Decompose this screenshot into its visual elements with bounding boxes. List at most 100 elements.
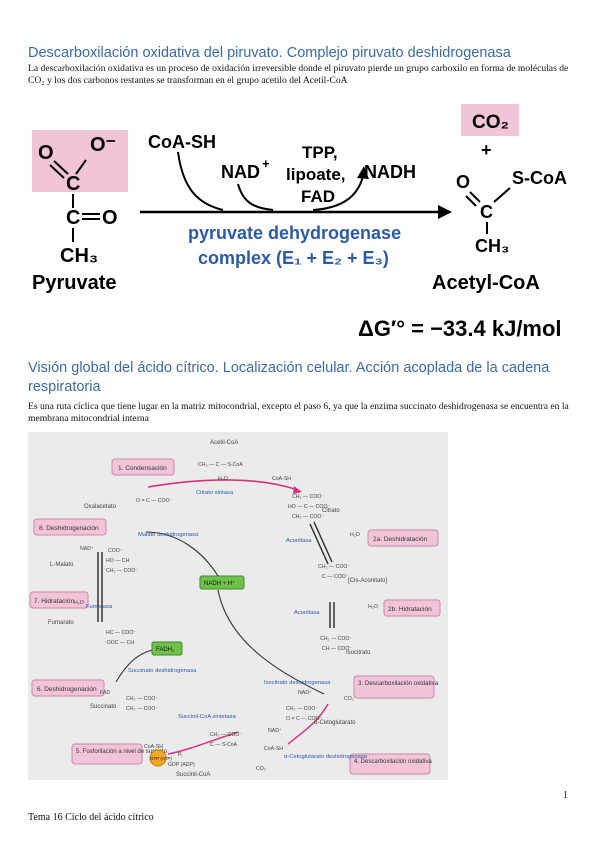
pyr-c2: C [66, 207, 80, 229]
cisaconitato: [Cis-Aconitato] [348, 578, 387, 584]
succinato: Succinato [90, 704, 117, 710]
svg-text:2b. Hidratación: 2b. Hidratación [388, 606, 432, 613]
formula-succinato-1: CH₂ — COO⁻ [126, 696, 158, 702]
malato: L-Malato [50, 562, 74, 568]
pyr-ch3: CH₃ [60, 245, 98, 267]
h2o-4: H₂O [74, 600, 84, 606]
formula-citrato-2: HO — C — COO⁻ [288, 504, 330, 510]
formula-malato-3: COO⁻ [108, 548, 123, 554]
formula-succinilcoa-2: C — S-CoA [210, 742, 238, 748]
pyr-o1: O [38, 142, 54, 164]
svg-text:3. Descarboxilación oxidativa: 3. Descarboxilación oxidativa [358, 680, 439, 687]
step-3-box: 3. Descarboxilación oxidativa [353, 675, 439, 699]
fad-label: FAD [301, 187, 335, 206]
formula-isocitrato-1: CH₂ — COO⁻ [320, 636, 352, 642]
nad-plus: + [262, 156, 270, 171]
page-number: 1 [563, 790, 568, 801]
enzyme-succinato-dh: Succinato deshidrogenasa [128, 668, 197, 674]
enzyme-cetoglutarato-dh: α-Cetoglutarato deshidrogenasa [284, 754, 368, 760]
formula-cisaconitato-1: CH₂ — COO⁻ [318, 564, 350, 570]
acoa-c: C [480, 202, 493, 222]
arrow-condensation [147, 479, 299, 491]
coash-3: CoA-SH [264, 746, 283, 752]
formula-citrato-1: CH₂ — COO⁻ [292, 494, 324, 500]
pyr-o-minus: O⁻ [90, 134, 116, 156]
svg-text:6. Deshidrogenación: 6. Deshidrogenación [37, 686, 97, 693]
fad-1: FAD [100, 690, 110, 696]
gtp-circle: GTP (ATP) [149, 749, 172, 767]
pyruvate-dehydrogenase-reaction: O O⁻ C C O CH₃ Pyruvate CoA-SH NAD + TPP… [32, 104, 567, 341]
tpp-label: TPP, [302, 143, 338, 162]
step-2b-box: 2b. Hidratación [383, 599, 441, 617]
isocitrato: Isocitrato [346, 650, 371, 656]
h2o-3: H₂O [368, 604, 378, 610]
section-heading-cycle: Visión global del ácido cítrico. Localiz… [28, 360, 550, 395]
svg-text:8. Deshidrogenación: 8. Deshidrogenación [39, 525, 99, 532]
svg-text:NADH + H⁺: NADH + H⁺ [204, 580, 235, 587]
succinilcoa: Succinil-CoA [176, 772, 210, 778]
nadh-center-box: NADH + H⁺ [199, 575, 245, 590]
acetilcoa: Acetil-CoA [210, 440, 238, 446]
svg-text:GTP (ATP): GTP (ATP) [150, 756, 172, 761]
formula-acetilcoa: CH₃ — C — S-CoA [198, 462, 243, 468]
nad-1: NAD⁺ [80, 546, 94, 552]
step-7-box: 7. Hidratación [29, 591, 89, 609]
formula-fumarato-2: ⁻OOC — CH [104, 640, 134, 646]
delta-g: ΔG′° = −33.4 kJ/mol [358, 316, 562, 341]
formula-fumarato-1: HC — COO⁻ [106, 630, 136, 636]
nad-2: NAD⁺ [298, 690, 312, 696]
formula-isocitrato-2: CH — COO⁻ [322, 646, 352, 652]
nadh-label: NADH [364, 162, 416, 182]
step-8-box: 8. Deshidrogenación [33, 518, 107, 536]
svg-text:5. Fosforilación a nivel de su: 5. Fosforilación a nivel de sustrato [76, 749, 168, 755]
plus-sign: + [481, 140, 492, 160]
formula-malato-2: CH₂ — COO⁻ [106, 568, 138, 574]
enzyme-isocitrato-dh: Isocitrato deshidrogenasa [264, 680, 331, 686]
fumarato: Fumarato [48, 620, 74, 626]
svg-text:2a. Deshidratación: 2a. Deshidratación [373, 536, 428, 543]
pyruvate-label: Pyruvate [32, 272, 117, 294]
co2-1: CO₂ [344, 696, 354, 702]
step-1-box: 1. Condensación [111, 458, 175, 476]
footer-text: Tema 16 Ciclo del ácido cítrico [28, 812, 154, 823]
formula-citrato-3: CH₂ — COO⁻ [292, 514, 324, 520]
formula-cetoglutarato-2: O = C — COO⁻ [286, 716, 323, 722]
paragraph-cycle: Es una ruta cíclica que tiene lugar en l… [28, 401, 569, 424]
acoa-ch3: CH₃ [475, 236, 509, 256]
citric-acid-cycle-diagram: 1. Condensación 8. Deshidrogenación 2a. … [28, 432, 448, 780]
formula-cetoglutarato-1: CH₂ — COO⁻ [286, 706, 318, 712]
coash-label: CoA-SH [148, 132, 216, 152]
h2o-2: H₂O [350, 532, 360, 538]
acoa-o: O [456, 172, 470, 192]
gdp: GDP (ADP) [168, 762, 195, 768]
enzyme-malato-dh: Malato deshidrogenasa [138, 532, 199, 538]
formula-malato-1: HO — CH [106, 558, 130, 564]
paragraph-pdh: La descarboxilación oxidativa es un proc… [28, 63, 569, 86]
acetylcoa-label: Acetyl-CoA [432, 272, 540, 294]
enzyme-name-line2: complex (E₁ + E₂ + E₃) [198, 248, 389, 268]
citrato: Citrato [322, 508, 340, 514]
enzyme-aconitasa-1: Aconitasa [286, 538, 312, 544]
pi: Pᵢ [178, 752, 182, 758]
enzyme-aconitasa-2: Aconitasa [294, 610, 320, 616]
svg-text:7. Hidratación: 7. Hidratación [34, 598, 74, 605]
section-heading-pdh: Descarboxilación oxidativa del piruvato.… [28, 45, 511, 61]
nad-3: NAD⁺ [268, 728, 282, 734]
enzyme-succinilcoa-sintetasa: Succinil-CoA sintetasa [178, 714, 236, 720]
enzyme-citrato-sintasa: Citrato sintasa [196, 490, 234, 496]
fadh2-box: FADH₂ [151, 641, 183, 656]
co2-product: CO₂ [472, 112, 509, 133]
step-6-box: 6. Deshidrogenación [31, 679, 105, 697]
svg-text:FADH₂: FADH₂ [156, 647, 175, 653]
enzyme-fumarasa: Fumarasa [86, 604, 113, 610]
step-2a-box: 2a. Deshidratación [367, 529, 439, 547]
nad-label: NAD [221, 162, 260, 182]
coash-2: CoA-SH [144, 744, 163, 750]
svg-text:1. Condensación: 1. Condensación [118, 465, 167, 472]
svg-text:4. Descarboxilación oxidativa: 4. Descarboxilación oxidativa [354, 759, 432, 765]
formula-succinilcoa-1: CH₂ — COO⁻ [210, 732, 242, 738]
co2-highlight [461, 104, 519, 136]
step-5-box: 5. Fosforilación a nivel de sustrato [71, 743, 168, 765]
enzyme-name-line1: pyruvate dehydrogenase [188, 223, 401, 243]
step-4-box: 4. Descarboxilación oxidativa [349, 753, 432, 775]
